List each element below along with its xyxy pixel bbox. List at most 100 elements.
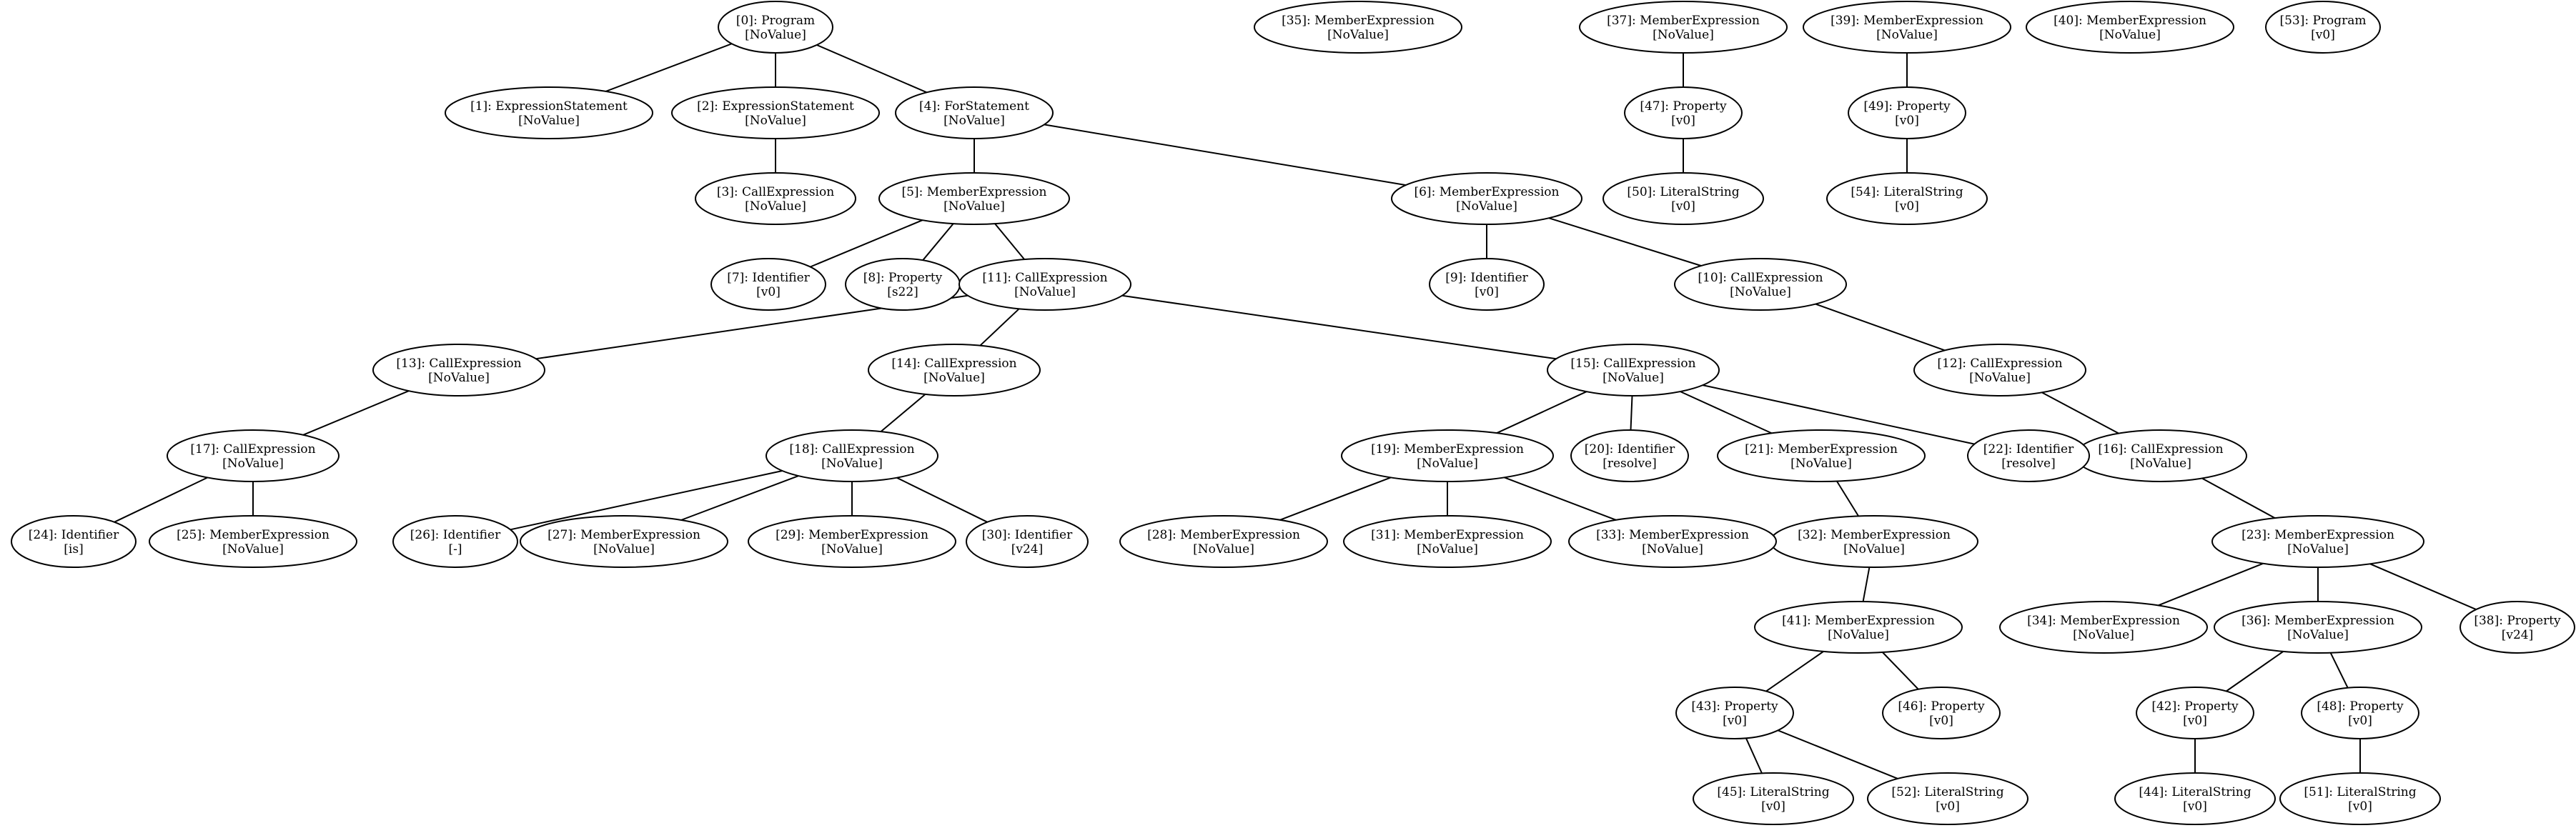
node-26: [26]: Identifier[-] [392, 515, 518, 568]
node-51-ellipse [2279, 772, 2441, 825]
node-45-ellipse [1693, 772, 1854, 825]
node-54: [54]: LiteralString[v0] [1826, 172, 1988, 225]
node-28-value: [NoValue] [1193, 542, 1254, 557]
node-19-ellipse [1341, 429, 1554, 482]
node-18-value: [NoValue] [821, 457, 883, 471]
node-0-label: [0]: Program [736, 14, 815, 28]
node-22: [22]: Identifier[resolve] [1967, 429, 2090, 482]
node-29-value: [NoValue] [821, 542, 883, 557]
node-19-value: [NoValue] [1417, 457, 1478, 471]
node-21-ellipse [1717, 429, 1926, 482]
node-47-ellipse [1624, 86, 1743, 139]
node-13-label: [13]: CallExpression [396, 356, 521, 371]
node-47: [47]: Property[v0] [1624, 86, 1743, 139]
edge-18-27 [680, 475, 799, 521]
node-17-ellipse [167, 429, 340, 482]
node-40-ellipse [2026, 1, 2234, 54]
node-35-ellipse [1254, 1, 1462, 54]
node-39: [39]: MemberExpression[NoValue] [1803, 1, 2011, 54]
node-8-value: [s22] [887, 285, 918, 299]
edge-43-52 [1778, 729, 1898, 779]
node-51-label: [51]: LiteralString [2304, 785, 2416, 799]
node-31-ellipse [1343, 515, 1552, 568]
node-18-label: [18]: CallExpression [789, 442, 914, 457]
node-48-label: [48]: Property [2317, 699, 2404, 714]
node-4-label: [4]: ForStatement [919, 99, 1029, 114]
node-49: [49]: Property[v0] [1848, 86, 1966, 139]
node-43-ellipse [1675, 687, 1794, 739]
node-11: [11]: CallExpression[NoValue] [958, 258, 1131, 311]
node-38-value: [v24] [2502, 628, 2534, 642]
node-52-label: [52]: LiteralString [1891, 785, 2003, 799]
node-46-label: [46]: Property [1898, 699, 1985, 714]
node-53-ellipse [2265, 1, 2381, 54]
node-33: [33]: MemberExpression[NoValue] [1568, 515, 1777, 568]
node-16-value: [NoValue] [2130, 457, 2191, 471]
node-14-label: [14]: CallExpression [891, 356, 1016, 371]
node-48-value: [v0] [2348, 714, 2372, 728]
node-12-value: [NoValue] [1969, 371, 2031, 385]
node-12-label: [12]: CallExpression [1937, 356, 2062, 371]
node-2-value: [NoValue] [745, 114, 806, 128]
node-18-ellipse [766, 429, 938, 482]
node-50-label: [50]: LiteralString [1627, 185, 1739, 199]
node-54-label: [54]: LiteralString [1851, 185, 1963, 199]
edge-18-30 [896, 477, 988, 523]
node-45-label: [45]: LiteralString [1717, 785, 1829, 799]
node-15-value: [NoValue] [1602, 371, 1664, 385]
node-14-value: [NoValue] [923, 371, 985, 385]
node-48-ellipse [2301, 687, 2419, 739]
node-9-value: [v0] [1475, 285, 1499, 299]
node-24-value: [is] [64, 542, 83, 557]
node-35-label: [35]: MemberExpression [1282, 14, 1435, 28]
edge-12-16 [2041, 391, 2119, 434]
node-1-label: [1]: ExpressionStatement [470, 99, 628, 114]
node-32-value: [NoValue] [1843, 542, 1905, 557]
node-46-ellipse [1882, 687, 2001, 739]
node-43-label: [43]: Property [1691, 699, 1778, 714]
node-36-value: [NoValue] [2287, 628, 2349, 642]
edge-36-48 [2329, 652, 2349, 689]
node-19: [19]: MemberExpression[NoValue] [1341, 429, 1554, 482]
node-37-label: [37]: MemberExpression [1607, 14, 1760, 28]
node-33-value: [NoValue] [1642, 542, 1703, 557]
node-45: [45]: LiteralString[v0] [1693, 772, 1854, 825]
node-15: [15]: CallExpression[NoValue] [1547, 344, 1720, 396]
node-33-ellipse [1568, 515, 1777, 568]
node-16: [16]: CallExpression[NoValue] [2074, 429, 2247, 482]
node-29-ellipse [748, 515, 956, 568]
node-27-ellipse [520, 515, 728, 568]
node-0-value: [NoValue] [745, 28, 806, 42]
node-30-value: [v24] [1011, 542, 1044, 557]
edge-4-6 [1044, 124, 1407, 186]
edge-0-1 [605, 43, 733, 92]
node-21-label: [21]: MemberExpression [1745, 442, 1898, 457]
node-42-ellipse [2136, 687, 2254, 739]
node-7-value: [v0] [756, 285, 781, 299]
node-2-label: [2]: ExpressionStatement [697, 99, 854, 114]
node-5: [5]: MemberExpression[NoValue] [878, 172, 1070, 225]
node-20-ellipse [1570, 429, 1689, 482]
edge-17-24 [114, 477, 208, 523]
node-5-value: [NoValue] [943, 199, 1005, 214]
edge-43-45 [1745, 737, 1763, 774]
node-17-value: [NoValue] [222, 457, 284, 471]
node-34-ellipse [1999, 601, 2208, 654]
node-54-ellipse [1826, 172, 1988, 225]
node-50-ellipse [1602, 172, 1764, 225]
node-25: [25]: MemberExpression[NoValue] [149, 515, 357, 568]
node-6-value: [NoValue] [1456, 199, 1517, 214]
edge-15-20 [1630, 395, 1633, 431]
node-44-label: [44]: LiteralString [2139, 785, 2251, 799]
node-25-ellipse [149, 515, 357, 568]
node-10-ellipse [1674, 258, 1847, 311]
node-20: [20]: Identifier[resolve] [1570, 429, 1689, 482]
node-layer: [0]: Program[NoValue][1]: ExpressionStat… [11, 1, 2575, 825]
node-54-value: [v0] [1895, 199, 1919, 214]
node-34: [34]: MemberExpression[NoValue] [1999, 601, 2208, 654]
node-8-label: [8]: Property [863, 271, 943, 285]
edge-32-41 [1862, 567, 1871, 602]
node-52-ellipse [1867, 772, 2028, 825]
node-47-value: [v0] [1671, 114, 1695, 128]
node-44-value: [v0] [2183, 799, 2207, 814]
